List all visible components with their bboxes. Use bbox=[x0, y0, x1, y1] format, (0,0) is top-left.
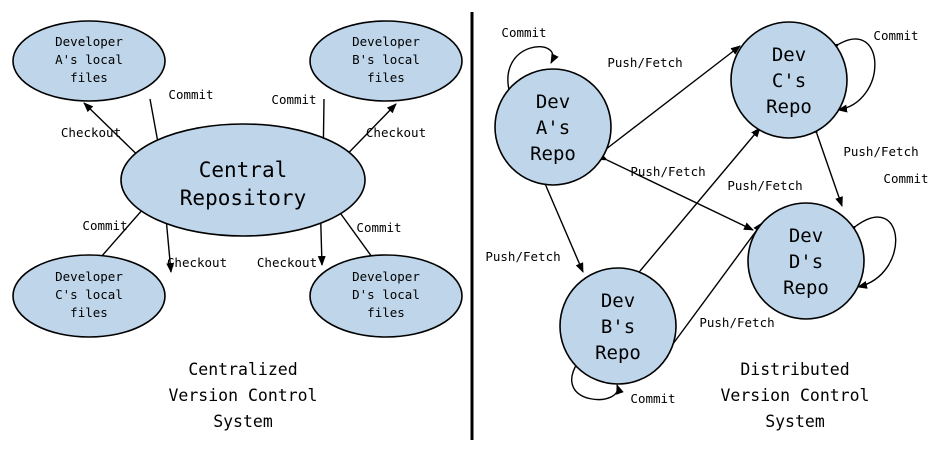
edge-pf-c-d bbox=[810, 124, 843, 207]
distributed-caption: Distributed Version Control System bbox=[720, 360, 869, 431]
dev-b-repo-line-3: Repo bbox=[595, 342, 641, 364]
selfloop-commit-d bbox=[846, 216, 897, 289]
edge-pf-b-d bbox=[661, 222, 763, 358]
centralized-caption-line-1: Centralized bbox=[188, 360, 297, 379]
node-dev-c-files[interactable]: Developer C's local files bbox=[12, 254, 166, 338]
edge-label-pf-b-c: Push/Fetch bbox=[727, 178, 802, 193]
dev-d-repo-line-2: D's bbox=[789, 251, 823, 273]
centralized-edge-labels: Commit Checkout Commit Checkout Commit C… bbox=[61, 87, 426, 270]
dev-a-repo-circle[interactable] bbox=[494, 68, 612, 186]
node-dev-d-files[interactable]: Developer D's local files bbox=[309, 254, 463, 338]
centralized-caption-line-3: System bbox=[213, 412, 273, 431]
distributed-edge-labels: Push/Fetch Push/Fetch Push/Fetch Push/Fe… bbox=[485, 55, 918, 330]
dev-d-repo-line-1: Dev bbox=[789, 225, 823, 247]
dev-c-files-line-2: C's local bbox=[55, 287, 123, 302]
edge-label-checkout-b: Checkout bbox=[366, 125, 426, 140]
node-dev-a-repo[interactable]: Dev A's Repo bbox=[494, 68, 612, 186]
node-central-repository[interactable]: Central Repository bbox=[120, 123, 366, 237]
node-dev-d-repo[interactable]: Dev D's Repo bbox=[747, 202, 865, 320]
selfloop-commit-a bbox=[507, 45, 559, 104]
edge-pf-a-c bbox=[591, 45, 741, 162]
centralized-caption: Centralized Version Control System bbox=[168, 360, 317, 431]
edge-label-checkout-d: Checkout bbox=[257, 255, 317, 270]
edge-label-pf-a-b: Push/Fetch bbox=[485, 249, 560, 264]
dev-d-repo-circle[interactable] bbox=[747, 202, 865, 320]
distributed-edges bbox=[538, 45, 843, 358]
central-repository-ellipse[interactable] bbox=[120, 123, 366, 237]
dev-d-files-line-3: files bbox=[367, 305, 405, 320]
dev-a-repo-line-3: Repo bbox=[530, 143, 576, 165]
dev-c-files-line-3: files bbox=[70, 305, 108, 320]
edge-label-commit-d-loop: Commit bbox=[883, 171, 928, 186]
dev-b-repo-circle[interactable] bbox=[559, 267, 677, 385]
dev-b-files-line-2: B's local bbox=[352, 52, 420, 67]
edge-label-commit-c: Commit bbox=[82, 218, 127, 233]
selfloop-commit-b bbox=[571, 352, 624, 401]
distributed-caption-line-2: Version Control bbox=[720, 386, 869, 405]
distributed-caption-line-1: Distributed bbox=[740, 360, 849, 379]
dev-c-repo-circle[interactable] bbox=[730, 21, 848, 139]
dev-b-files-line-3: files bbox=[367, 70, 405, 85]
dev-b-files-ellipse[interactable] bbox=[309, 20, 463, 102]
node-dev-c-repo[interactable]: Dev C's Repo bbox=[730, 21, 848, 139]
dev-c-files-line-1: Developer bbox=[55, 269, 123, 284]
edge-label-commit-d: Commit bbox=[356, 220, 401, 235]
edge-label-pf-c-d: Push/Fetch bbox=[843, 144, 918, 159]
edge-pf-b-c bbox=[631, 127, 761, 281]
edge-label-pf-b-d: Push/Fetch bbox=[699, 315, 774, 330]
edge-pf-a-b bbox=[538, 176, 584, 273]
distributed-selfloop-labels: Commit Commit Commit Commit bbox=[501, 25, 928, 406]
node-dev-b-repo[interactable]: Dev B's Repo bbox=[559, 267, 677, 385]
edge-label-checkout-c: Checkout bbox=[167, 255, 227, 270]
distributed-caption-line-3: System bbox=[765, 412, 825, 431]
dev-d-files-line-2: D's local bbox=[352, 287, 420, 302]
dev-d-repo-line-3: Repo bbox=[783, 277, 829, 299]
edge-label-commit-a-loop: Commit bbox=[501, 25, 546, 40]
centralized-caption-line-2: Version Control bbox=[168, 386, 317, 405]
dev-a-files-line-2: A's local bbox=[55, 52, 123, 67]
centralized-vcs-panel: Developer A's local files Developer B's … bbox=[12, 20, 463, 431]
distributed-self-loops bbox=[507, 38, 897, 401]
dev-c-repo-line-2: C's bbox=[772, 70, 806, 92]
node-dev-a-files[interactable]: Developer A's local files bbox=[12, 20, 166, 102]
edge-label-checkout-a: Checkout bbox=[61, 125, 121, 140]
selfloop-commit-c bbox=[829, 38, 876, 113]
dev-a-repo-line-1: Dev bbox=[536, 91, 570, 113]
dev-a-files-line-1: Developer bbox=[55, 34, 123, 49]
dev-d-files-line-1: Developer bbox=[352, 269, 420, 284]
dev-c-repo-line-1: Dev bbox=[772, 44, 806, 66]
edge-label-commit-a: Commit bbox=[168, 87, 213, 102]
edge-label-pf-a-c: Push/Fetch bbox=[607, 55, 682, 70]
edge-label-commit-b: Commit bbox=[271, 92, 316, 107]
dev-b-repo-line-2: B's bbox=[601, 316, 635, 338]
dev-c-files-ellipse[interactable] bbox=[12, 254, 166, 338]
dev-b-files-line-1: Developer bbox=[352, 34, 420, 49]
node-dev-b-files[interactable]: Developer B's local files bbox=[309, 20, 463, 102]
edge-label-commit-c-loop: Commit bbox=[873, 28, 918, 43]
dev-c-repo-line-3: Repo bbox=[766, 96, 812, 118]
central-repository-line-2: Repository bbox=[180, 186, 306, 210]
edge-label-pf-a-d: Push/Fetch bbox=[630, 164, 705, 179]
central-repository-line-1: Central bbox=[199, 158, 288, 182]
edge-label-commit-b-loop: Commit bbox=[630, 391, 675, 406]
dev-a-files-ellipse[interactable] bbox=[12, 20, 166, 102]
dev-a-repo-line-2: A's bbox=[536, 117, 570, 139]
dev-b-repo-line-1: Dev bbox=[601, 290, 635, 312]
dev-a-files-line-3: files bbox=[70, 70, 108, 85]
distributed-vcs-panel: Dev A's Repo Dev C's Repo Dev D's Repo D… bbox=[485, 21, 929, 431]
dev-d-files-ellipse[interactable] bbox=[309, 254, 463, 338]
